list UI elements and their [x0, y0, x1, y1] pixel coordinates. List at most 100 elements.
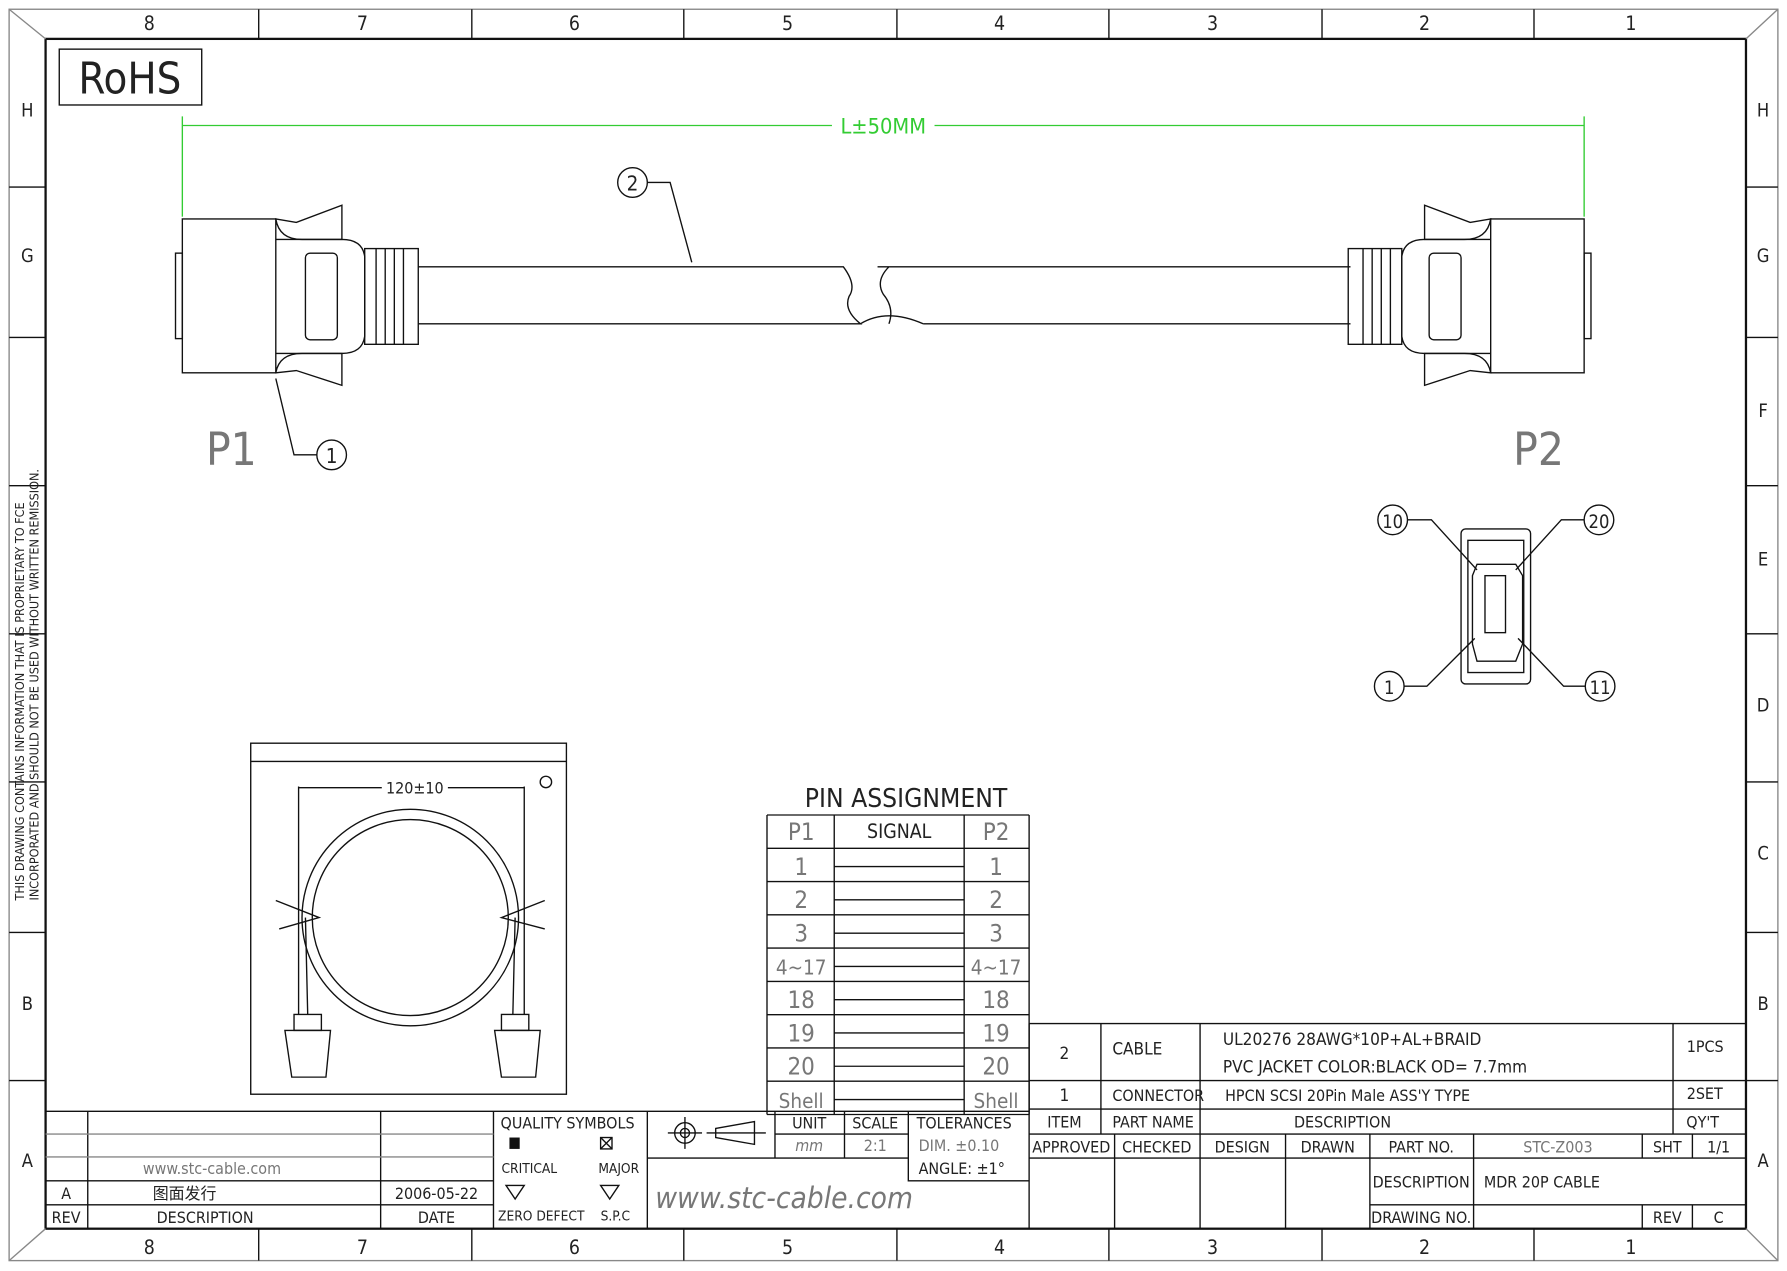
- bom-desc: HPCN SCSI 20Pin Male ASS'Y TYPE: [1225, 1086, 1470, 1105]
- pin-p1: 3: [794, 919, 808, 947]
- zone-col: 8: [144, 1236, 155, 1259]
- sheet-label: SHT: [1653, 1137, 1682, 1156]
- sheet-number: 1/1: [1707, 1137, 1730, 1156]
- zone-row: E: [1758, 549, 1768, 570]
- face-pin-1: 1: [1384, 678, 1394, 699]
- zone-row: D: [1757, 695, 1770, 716]
- zone-col: 5: [782, 1236, 793, 1259]
- major-symbol-icon: [599, 1136, 613, 1150]
- tolerance-dim: DIM. ±0.10: [919, 1136, 1000, 1155]
- zone-row: F: [1758, 401, 1767, 422]
- bom-item: 1: [1060, 1086, 1070, 1106]
- sheet-frame: [8, 8, 1779, 1262]
- zone-col: 7: [357, 12, 368, 35]
- bom-qty: 1PCS: [1687, 1037, 1724, 1056]
- pin-p1: 2: [794, 886, 808, 914]
- zone-col: 1: [1625, 1236, 1636, 1259]
- bom-desc: PVC JACKET COLOR:BLACK OD= 7.7mm: [1223, 1058, 1527, 1078]
- bill-of-materials: 2 CABLE UL20276 28AWG*10P+AL+BRAID PVC J…: [1028, 1022, 1746, 1229]
- bom-part: CONNECTOR: [1112, 1086, 1204, 1105]
- coil-view: [250, 742, 568, 1095]
- proprietary-note: THIS DRAWING CONTAINS INFORMATION THAT I…: [12, 469, 42, 901]
- tolerances-label: TOLERANCES: [916, 1113, 1012, 1132]
- length-dim-label: L±50MM: [840, 114, 926, 139]
- description-label: DESCRIPTION: [1373, 1173, 1470, 1192]
- description-value: MDR 20P CABLE: [1484, 1173, 1600, 1192]
- zone-col: 2: [1419, 1236, 1430, 1259]
- title-block: APPROVED CHECKED DESIGN DRAWN PART NO. S…: [1029, 1134, 1746, 1229]
- quality-triangle-icon: [504, 1184, 621, 1201]
- pin-p1: 20: [787, 1053, 814, 1081]
- bom-header: PART NAME: [1112, 1112, 1194, 1131]
- bom-desc: UL20276 28AWG*10P+AL+BRAID: [1223, 1030, 1481, 1050]
- note-line-2: INCORPORATED AND SHOULD NOT BE USED WITH…: [27, 469, 42, 900]
- critical-symbol-icon: [509, 1137, 520, 1149]
- face-pin-11: 11: [1590, 678, 1611, 699]
- rev-value: C: [1714, 1208, 1724, 1227]
- bom-header: ITEM: [1047, 1112, 1081, 1131]
- pin-p2: 2: [989, 886, 1003, 914]
- desc-header: DESCRIPTION: [157, 1208, 254, 1227]
- unit-label: UNIT: [792, 1113, 826, 1132]
- pin-p2: 1: [989, 853, 1003, 881]
- cable: [418, 266, 1351, 325]
- bom-part: CABLE: [1112, 1039, 1162, 1059]
- rev-header: REV: [52, 1208, 81, 1227]
- length-dimension: [181, 116, 1585, 217]
- svg-text:2: 2: [627, 171, 639, 195]
- zone-rows-right: H G F E D C B A: [1757, 100, 1770, 1172]
- pin-p2: 20: [982, 1053, 1009, 1081]
- zone-col: 3: [1207, 12, 1218, 35]
- balloon-connector: 1: [275, 378, 348, 471]
- zone-col: 3: [1207, 1236, 1218, 1259]
- rev-website: www.stc-cable.com: [143, 1159, 281, 1178]
- zone-col: 7: [357, 1236, 368, 1259]
- part-no: STC-Z003: [1523, 1137, 1592, 1156]
- revision-block: www.stc-cable.com A 图面发行 2006-05-22 REV …: [45, 1110, 1030, 1229]
- pin-p2: 19: [982, 1019, 1009, 1047]
- spc-label: S.P.C: [601, 1209, 630, 1225]
- critical-label: CRITICAL: [501, 1161, 557, 1177]
- face-pin-20: 20: [1589, 512, 1610, 533]
- svg-text:1: 1: [326, 444, 338, 468]
- zone-col: 5: [782, 12, 793, 35]
- zone-col: 6: [569, 12, 580, 35]
- design-label: DESIGN: [1215, 1137, 1270, 1156]
- balloon-cable: 2: [617, 166, 693, 263]
- bom-header: DESCRIPTION: [1294, 1112, 1391, 1131]
- connector-p1: [174, 204, 419, 387]
- bom-item: 2: [1060, 1044, 1070, 1064]
- pin-assignment-title: PIN ASSIGNMENT: [805, 784, 1008, 814]
- pin-p2: Shell: [974, 1089, 1019, 1113]
- pin-p2: 3: [989, 919, 1003, 947]
- rohs-box: [58, 48, 203, 106]
- zone-row: C: [1757, 843, 1768, 864]
- header-p1: P1: [788, 818, 815, 846]
- zone-col: 4: [994, 12, 1005, 35]
- pin-p2: 4~17: [971, 956, 1022, 980]
- pin-p1: 19: [787, 1019, 814, 1047]
- rev-letter: A: [61, 1184, 71, 1203]
- zone-row: G: [1757, 246, 1770, 267]
- rev-label: REV: [1653, 1208, 1682, 1227]
- zone-col: 6: [569, 1236, 580, 1259]
- tolerance-angle: ANGLE: ±1°: [919, 1159, 1005, 1178]
- zone-row: H: [21, 100, 33, 121]
- zone-row: H: [1757, 100, 1769, 121]
- zone-col: 2: [1419, 12, 1430, 35]
- zone-row: A: [1757, 1151, 1769, 1172]
- pin-p1: Shell: [779, 1089, 824, 1113]
- header-signal: SIGNAL: [867, 820, 932, 843]
- part-no-label: PART NO.: [1388, 1137, 1453, 1156]
- zone-columns-top: 8 7 6 5 4 3 2 1: [144, 12, 1637, 35]
- p2-label: P2: [1513, 423, 1564, 476]
- rohs-mark: RoHS: [78, 55, 181, 105]
- zone-row: G: [21, 246, 34, 267]
- connector-face-view: [1373, 504, 1616, 702]
- coil-dim-label: 120±10: [386, 778, 444, 797]
- zone-col: 4: [994, 1236, 1005, 1259]
- bom-qty: 2SET: [1687, 1084, 1723, 1103]
- pin-p2: 18: [982, 986, 1009, 1014]
- zone-row: B: [22, 994, 33, 1015]
